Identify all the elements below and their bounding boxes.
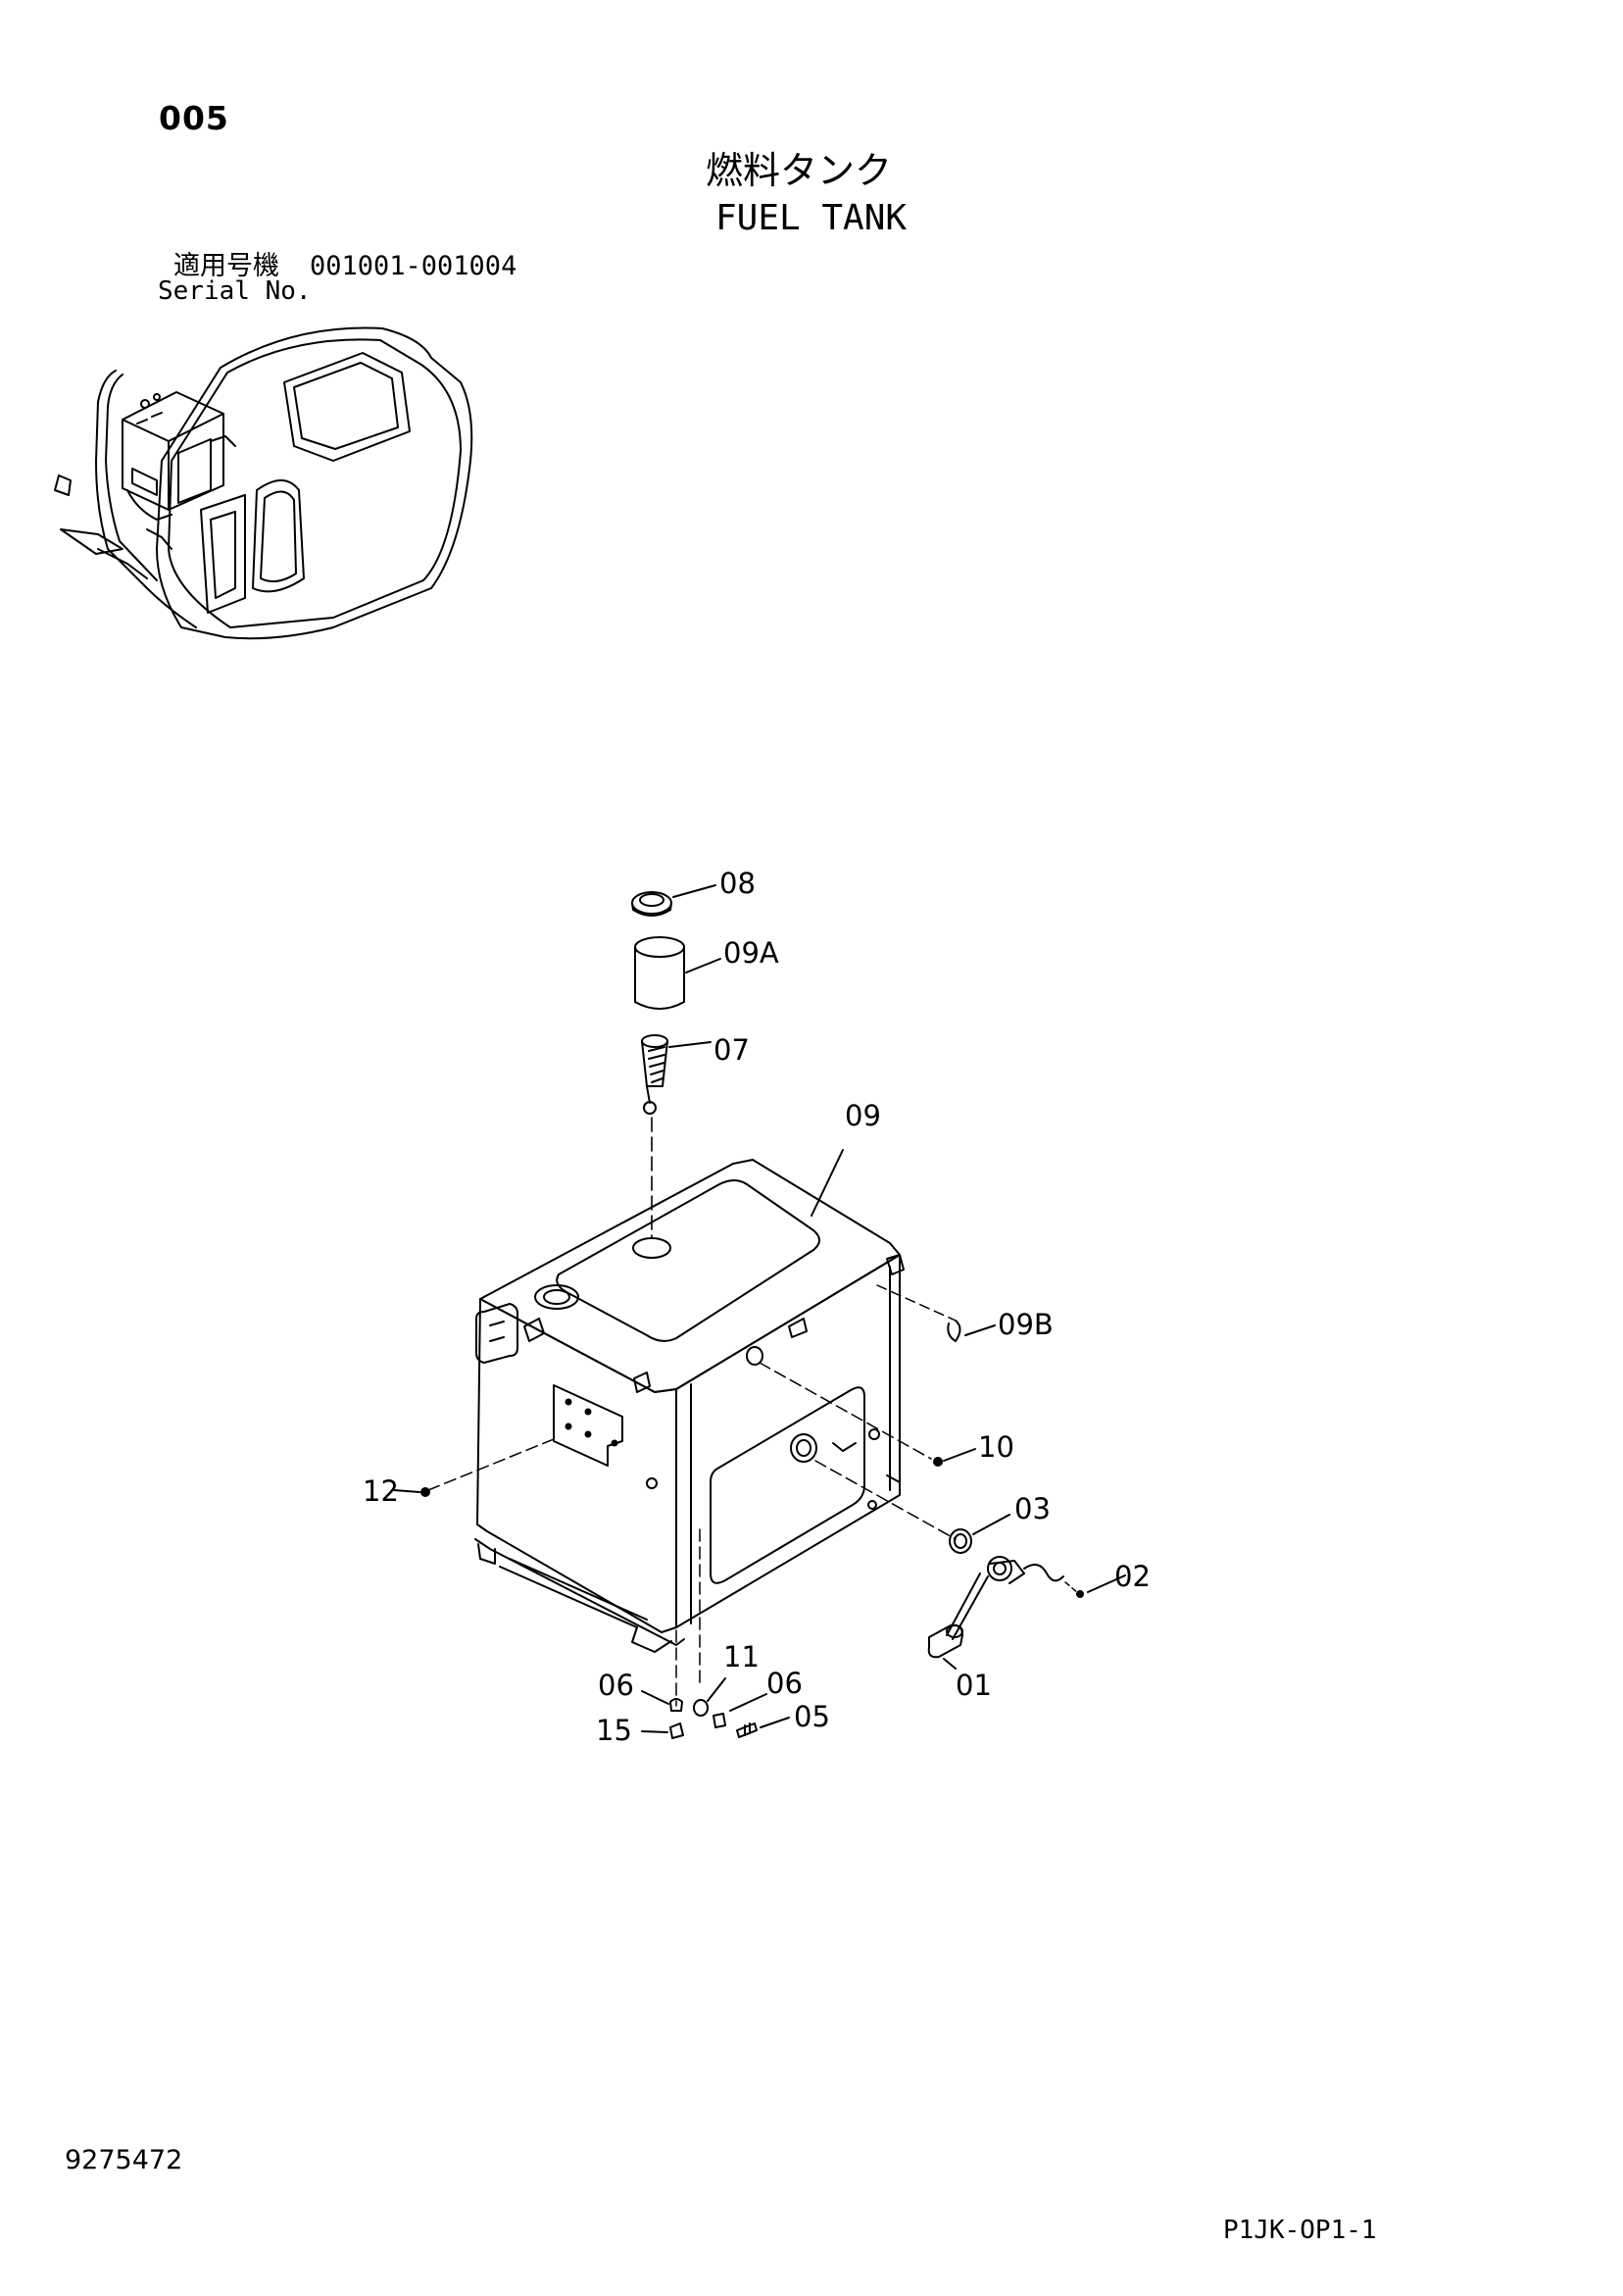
callout-02: 02 <box>1114 1560 1151 1593</box>
callout-09b: 09B <box>998 1308 1054 1341</box>
callout-03: 03 <box>1014 1492 1051 1525</box>
leader-09 <box>811 1149 844 1217</box>
document-number: 9275472 <box>65 2145 183 2175</box>
part-03-o-ring <box>814 1460 1010 1554</box>
callout-10: 10 <box>978 1430 1014 1464</box>
callout-06-right: 06 <box>766 1667 803 1700</box>
sheet-code: P1JK-OP1-1 <box>1223 2216 1377 2245</box>
part-08-cap <box>631 884 716 917</box>
part-02-sender <box>946 1556 1126 1640</box>
serial-range: 001001-001004 <box>310 251 517 281</box>
machine-locator-illustration <box>54 326 473 640</box>
part-12-bolt <box>393 1438 555 1497</box>
callout-11: 11 <box>723 1640 760 1673</box>
part-09b-pin <box>876 1284 996 1342</box>
serial-label-english: Serial No. <box>158 276 312 306</box>
callout-06-left: 06 <box>598 1669 634 1702</box>
title-japanese: 燃料タンク <box>706 149 893 192</box>
drain-parts <box>641 1523 790 1739</box>
part-10-bolt <box>759 1362 976 1467</box>
callout-09a: 09A <box>723 936 779 970</box>
callout-07: 07 <box>713 1033 750 1067</box>
part-07-strainer <box>641 1034 712 1115</box>
fuel-tank-body <box>474 1159 905 1653</box>
title-english: FUEL TANK <box>715 198 908 238</box>
callout-12: 12 <box>363 1474 399 1508</box>
serial-label-japanese: 適用号機 <box>173 251 279 281</box>
callout-15: 15 <box>596 1714 632 1747</box>
part-09a-element <box>634 936 721 1010</box>
part-01-float <box>927 1623 963 1670</box>
page-number: 005 <box>159 99 229 137</box>
callout-01: 01 <box>956 1669 992 1702</box>
callout-09: 09 <box>845 1099 881 1132</box>
callout-08: 08 <box>719 867 756 900</box>
callout-05: 05 <box>794 1700 830 1733</box>
